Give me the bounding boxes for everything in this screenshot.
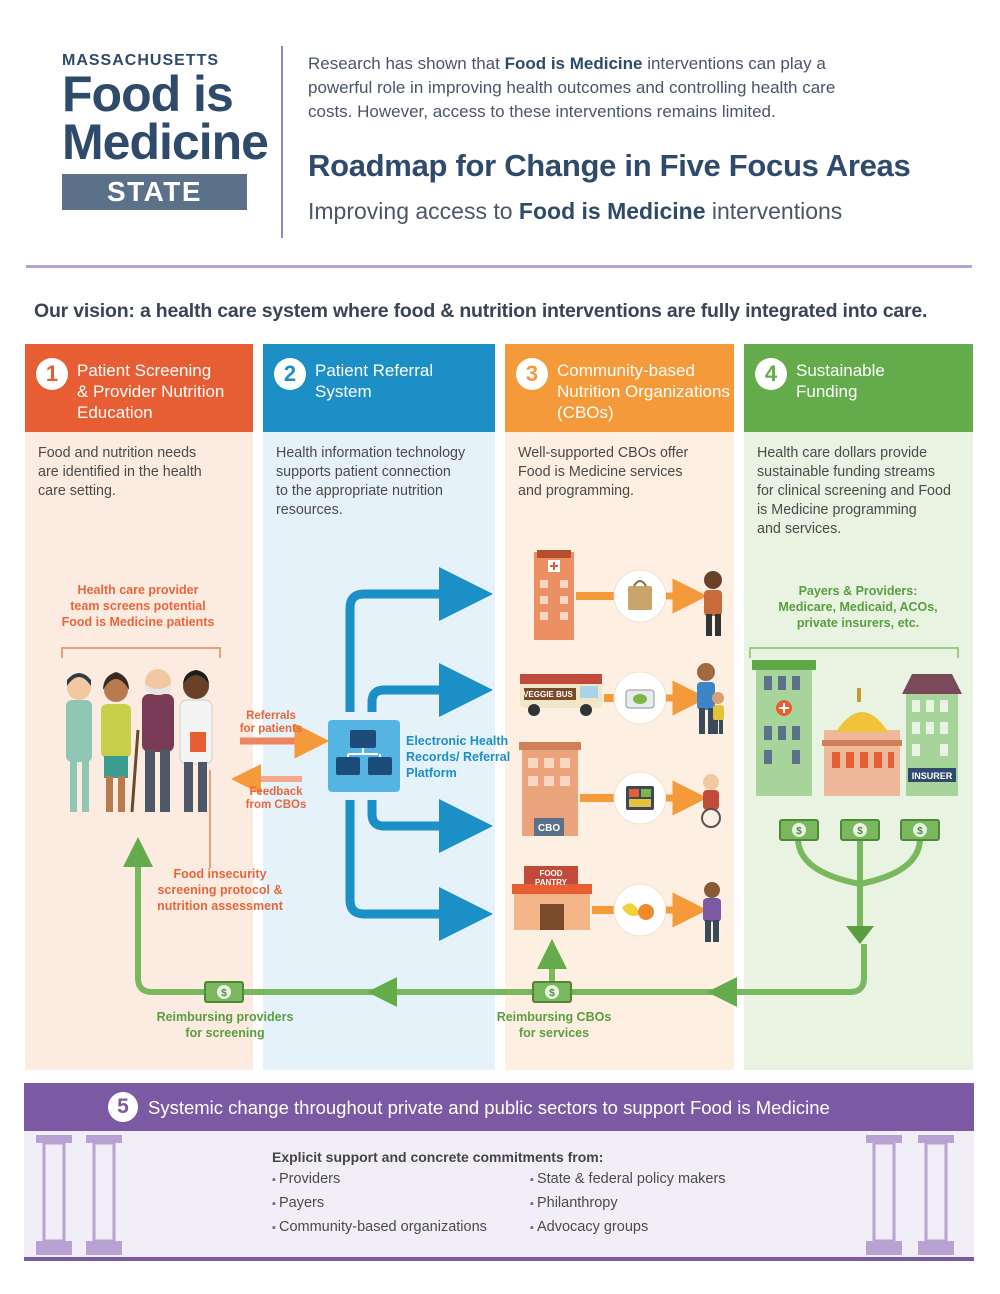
logo-state: MASSACHUSETTS <box>62 52 220 69</box>
focus-area-1-title: Patient Screening & Provider Nutrition E… <box>77 361 225 422</box>
section-5-baseline <box>24 1257 974 1261</box>
reimbursing-cbos-label: Reimbursing CBOs for services <box>496 1010 612 1040</box>
list-item: Providers <box>272 1168 487 1192</box>
pillar-icon <box>918 1135 954 1255</box>
focus-area-2-number: 2 <box>274 358 306 390</box>
provider-team-label: Health care provider team screens potent… <box>61 583 215 629</box>
feedback-label: Feedback from CBOs <box>245 786 307 811</box>
logo-line2: Medicine <box>62 114 269 170</box>
vision-statement: Our vision: a health care system where f… <box>34 300 928 322</box>
focus-area-1-description: Food and nutrition needs are identified … <box>38 445 202 499</box>
state-plan-logo: MASSACHUSETTS Food is Medicine STATE PLA… <box>62 52 269 243</box>
section-5-title: Systemic change throughout private and p… <box>148 1097 830 1118</box>
intro-bold: Food is Medicine <box>504 54 643 73</box>
section-5-body <box>24 1131 974 1257</box>
pillar-icon <box>86 1135 122 1255</box>
subtitle-part1: Improving access to <box>308 198 519 224</box>
focus-area-2-description: Health information technology supports p… <box>276 445 466 518</box>
focus-area-2-title: Patient Referral System <box>315 361 434 401</box>
focus-area-3-header: 3 Community-based Nutrition Organization… <box>505 344 734 432</box>
list-item: Community-based organizations <box>272 1216 487 1240</box>
focus-area-1-number: 1 <box>36 358 68 390</box>
focus-area-3-description: Well-supported CBOs offer Food is Medici… <box>518 445 689 499</box>
pillar-icon <box>866 1135 902 1255</box>
page-title: Roadmap for Change in Five Focus Areas <box>308 148 911 183</box>
header-divider <box>281 46 283 238</box>
page-subtitle: Improving access to Food is Medicine int… <box>308 198 842 225</box>
subtitle-bold: Food is Medicine <box>518 198 706 224</box>
pillar-icon <box>36 1135 72 1255</box>
referrals-label: Referrals for patients <box>239 710 303 735</box>
focus-area-1-header: 1 Patient Screening & Provider Nutrition… <box>25 344 253 432</box>
focus-area-4-title: Sustainable Funding <box>796 361 885 401</box>
list-item: Philanthropy <box>530 1192 726 1216</box>
support-list-left: Providers Payers Community-based organiz… <box>272 1168 487 1240</box>
focus-area-3-number: 3 <box>516 358 548 390</box>
payers-providers-label: Payers & Providers: Medicare, Medicaid, … <box>778 584 938 630</box>
focus-area-4-header: 4 Sustainable Funding <box>744 344 973 432</box>
reimbursing-providers-label: Reimbursing providers for screening <box>156 1010 294 1040</box>
focus-area-2: 2 Patient Referral System Health informa… <box>263 344 495 1070</box>
intro-text: Research has shown that Food is Medicine… <box>308 52 868 124</box>
subtitle-part2: interventions <box>705 198 843 224</box>
logo-line1: Food is <box>62 66 234 122</box>
focus-area-2-header: 2 Patient Referral System <box>263 344 495 432</box>
list-item: Advocacy groups <box>530 1216 726 1240</box>
focus-area-1: 1 Patient Screening & Provider Nutrition… <box>25 344 253 1070</box>
logo-state-plan: STATE PLAN <box>62 174 247 243</box>
food-insecurity-label: Food insecurity screening protocol & nut… <box>157 867 283 913</box>
intro-part1: Research has shown that <box>308 54 505 73</box>
header-rule <box>26 265 972 268</box>
support-list-right: State & federal policy makers Philanthro… <box>530 1168 726 1240</box>
section-5-header: 5 Systemic change throughout private and… <box>24 1083 974 1131</box>
list-item: Payers <box>272 1192 487 1216</box>
list-item: State & federal policy makers <box>530 1168 726 1192</box>
focus-area-4: 4 Sustainable Funding Health care dollar… <box>744 344 973 1070</box>
focus-area-4-description: Health care dollars provide sustainable … <box>757 445 951 537</box>
ehr-platform-label: Electronic Health Records/ Referral Plat… <box>406 734 511 780</box>
focus-area-4-number: 4 <box>755 358 787 390</box>
focus-area-3: 3 Community-based Nutrition Organization… <box>505 344 734 1070</box>
support-heading: Explicit support and concrete commitment… <box>272 1149 604 1165</box>
section-5-number: 5 <box>108 1092 138 1122</box>
focus-area-3-title: Community-based Nutrition Organizations … <box>557 361 730 422</box>
intro-part2: interventions can play a powerful role i… <box>308 54 836 121</box>
